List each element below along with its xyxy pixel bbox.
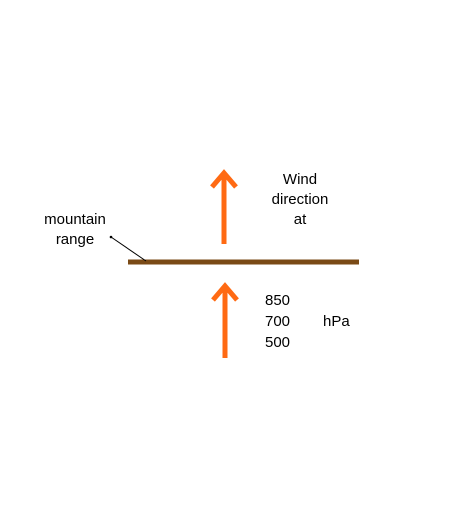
pressure-unit: hPa — [323, 313, 350, 330]
wind-label-line-2: direction — [271, 191, 329, 208]
level-500: 500 — [265, 334, 291, 351]
mountain-range-label: mountain range — [30, 210, 120, 250]
wind-label-line-1: Wind — [282, 171, 318, 188]
pressure-levels: 850 700 500 — [265, 290, 290, 353]
level-700: 700 — [265, 313, 291, 330]
mountain-label-line-2: range — [55, 231, 95, 248]
mountain-label-line-1: mountain — [44, 211, 106, 228]
mountain-leader-line — [109, 235, 147, 262]
upper-wind-arrow-icon — [210, 169, 238, 244]
wind-direction-label: Wind direction at — [255, 170, 345, 230]
wind-label-line-3: at — [293, 211, 307, 228]
level-850: 850 — [265, 292, 291, 309]
lower-wind-arrow-icon — [211, 282, 239, 358]
